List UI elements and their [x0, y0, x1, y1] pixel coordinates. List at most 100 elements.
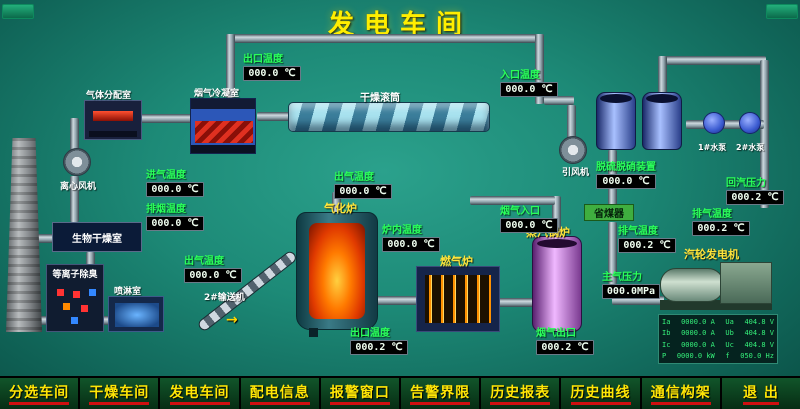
- pipe: [760, 60, 769, 208]
- gasifier-vessel: [296, 212, 378, 337]
- meter-flue-inlet: 烟气入口 000.0 ℃: [500, 202, 558, 233]
- meter-label: 主气压力: [602, 272, 642, 283]
- cell: Uc: [725, 340, 734, 349]
- cell: 0000.0 A: [681, 340, 715, 349]
- cell: 050.0 Hz: [740, 352, 774, 361]
- pipe: [226, 34, 235, 98]
- meter-value: 000.2 ℃: [618, 238, 676, 253]
- tank-cap: [646, 94, 678, 103]
- pipe: [612, 296, 664, 305]
- meter-exhaust-air-temp: 排烟温度 000.0 ℃: [146, 200, 204, 231]
- meter-outgas-temp-mid: 出气温度 000.0 ℃: [334, 168, 392, 199]
- gasifier-leg: [309, 328, 318, 337]
- pipe: [70, 118, 79, 152]
- pipe: [567, 105, 576, 139]
- pump-1-label: 1#水泵: [698, 143, 727, 152]
- centrifugal-fan-label: 离心风机: [60, 182, 97, 192]
- pipe: [544, 96, 574, 105]
- pipe: [140, 114, 192, 123]
- menu-button-exit[interactable]: 退 出: [721, 378, 800, 409]
- meter-value: 000.0 ℃: [334, 184, 392, 199]
- cell: 0000.0 A: [681, 317, 715, 326]
- menu-button-distribution-info[interactable]: 配电信息: [240, 378, 321, 409]
- menu-button-history-curve[interactable]: 历史曲线: [561, 378, 642, 409]
- meter-value: 000.0 ℃: [500, 82, 558, 97]
- meter-value: 000.2 ℃: [536, 340, 594, 355]
- menu-button-alarm-limits[interactable]: 告警界限: [401, 378, 482, 409]
- meter-label: 脱硫脱硝装置: [596, 162, 656, 173]
- meter-value: 000.0MPa: [602, 284, 660, 299]
- pipe: [608, 222, 617, 284]
- meter-value: 000.0 ℃: [146, 216, 204, 231]
- flow-arrow-icon: →: [226, 312, 238, 328]
- spray-room: [108, 296, 164, 332]
- meter-value: 000.0 ℃: [146, 182, 204, 197]
- menu-button-sorting-workshop[interactable]: 分选车间: [0, 378, 81, 409]
- pipe: [658, 56, 667, 96]
- cell: 404.8 V: [744, 329, 774, 338]
- meter-flue-outlet: 烟气出口 000.2 ℃: [536, 324, 594, 355]
- pipe: [535, 34, 544, 104]
- pipe: [70, 176, 79, 222]
- turbine-generator: [660, 258, 772, 310]
- bio-drying-room: 生物干燥室: [52, 222, 142, 252]
- meter-desulf-temp: 脱硫脱硝装置 000.0 ℃: [596, 158, 656, 189]
- flue-condenser-label: 烟气冷凝室: [194, 89, 240, 99]
- menu-label: 退 出: [742, 382, 779, 405]
- chimney-tower: [6, 138, 42, 332]
- menu-button-comm-frame[interactable]: 通信构架: [641, 378, 722, 409]
- menu-button-drying-workshop[interactable]: 干燥车间: [80, 378, 161, 409]
- meter-value: 000.2 ℃: [350, 340, 408, 355]
- cell: 0000.0 A: [681, 329, 715, 338]
- steam-boiler: [532, 236, 582, 332]
- menu-button-power-workshop[interactable]: 发电车间: [160, 378, 241, 409]
- indicator-lights: [57, 289, 64, 296]
- menu-label: 通信构架: [650, 382, 711, 405]
- meter-main-steam-pressure: 主气压力 000.0MPa: [602, 268, 660, 299]
- cell: f: [725, 352, 730, 361]
- drying-drum-label: 干燥滚筒: [360, 93, 400, 104]
- pipe: [470, 196, 555, 205]
- table-row: Ic 0000.0 A Uc 404.8 V: [662, 341, 774, 349]
- turbine-cylinder: [660, 268, 724, 302]
- centrifugal-fan-icon: [60, 146, 96, 176]
- gas-distribution-label: 气体分配室: [86, 91, 132, 101]
- meter-furnace-outlet: 出口温度 000.2 ℃: [350, 324, 408, 355]
- menu-button-alarm-window[interactable]: 报警窗口: [320, 378, 402, 409]
- economizer: 省煤器: [584, 204, 634, 221]
- cell: Ic: [662, 340, 671, 349]
- gas-distribution-unit: [84, 100, 142, 140]
- turbine-base: [660, 300, 772, 310]
- cell: Ia: [662, 317, 671, 326]
- furnace-flame-streaks: [425, 275, 491, 323]
- meter-intake-temp: 进气温度 000.0 ℃: [146, 166, 204, 197]
- fan-wheel-icon: [63, 148, 91, 176]
- cell: 404.8 V: [744, 340, 774, 349]
- menu-label: 历史报表: [490, 382, 551, 405]
- menu-label: 分选车间: [9, 382, 70, 405]
- menu-button-history-report[interactable]: 历史报表: [481, 378, 562, 409]
- meter-label: 出口温度: [350, 328, 390, 339]
- meter-label: 烟气出口: [536, 328, 576, 339]
- cell: P: [662, 352, 667, 361]
- pipe: [30, 234, 58, 243]
- meter-value: 000.0 ℃: [596, 174, 656, 189]
- induced-fan-icon: [556, 134, 592, 164]
- heater-core: [93, 111, 133, 121]
- boiler-cap: [537, 239, 577, 248]
- pipe: [374, 296, 420, 305]
- meter-exhaust-temp-1: 排气温度 000.2 ℃: [618, 222, 676, 253]
- meter-value: 000.0 ℃: [500, 218, 558, 233]
- corner-button-right[interactable]: [766, 4, 798, 19]
- generator-box: [720, 262, 772, 304]
- corner-button-left[interactable]: [2, 4, 34, 19]
- meter-value: 000.0 ℃: [184, 268, 242, 283]
- pump-2-icon: [736, 112, 762, 134]
- pipe: [658, 56, 766, 65]
- plasma-deodor-label: 等离子除臭: [52, 270, 98, 280]
- meter-label: 炉内温度: [382, 225, 422, 236]
